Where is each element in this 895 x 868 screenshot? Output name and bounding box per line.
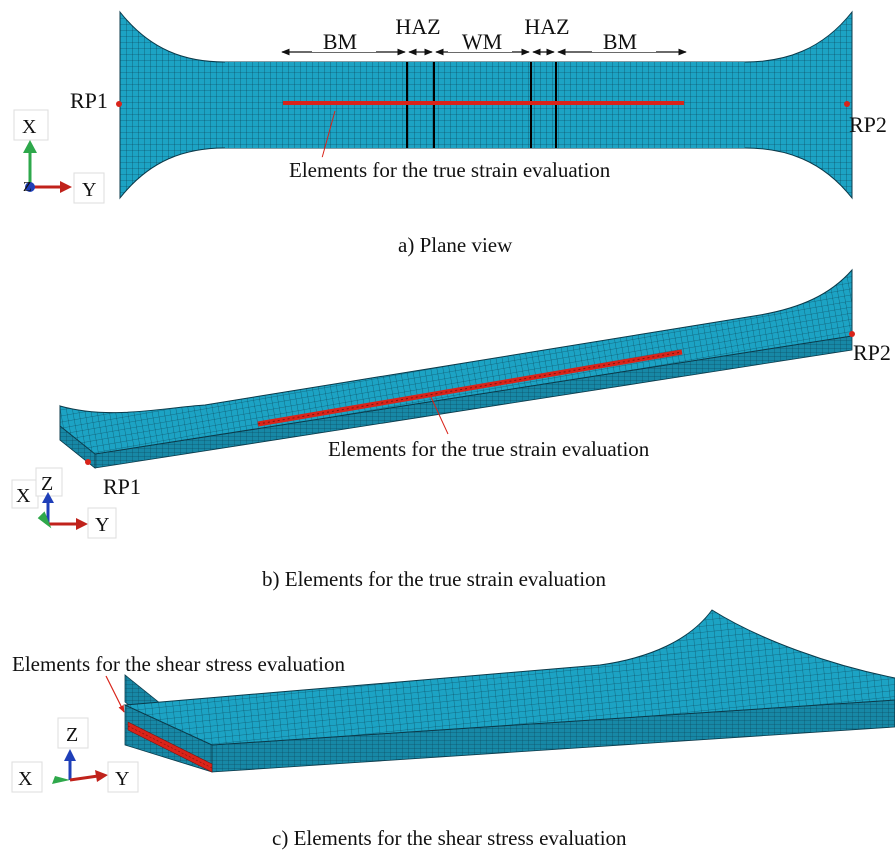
bm-left-label: BM (323, 29, 357, 54)
panel-c-shear-view: Elements for the shear stress evaluation… (11, 609, 895, 850)
caption-a: a) Plane view (398, 233, 513, 257)
callout-leader (429, 394, 449, 435)
axis-y-label: Y (115, 768, 129, 790)
axis-x-label: X (22, 116, 37, 138)
axis-z-label: Z (41, 473, 53, 495)
axis-z-label: Z (23, 180, 32, 195)
panel-b-iso-view: RP1 RP2 Elements for the true strain eva… (11, 268, 891, 591)
panel-a-plane-view: BM HAZ WM HAZ BM RP1 RP2 Elements for th… (13, 10, 887, 257)
rp2-point (844, 101, 850, 107)
rp2-label: RP2 (849, 112, 887, 137)
haz-left-label: HAZ (395, 14, 440, 39)
axis-triad-c: Z X Y (11, 717, 139, 793)
specimen-top-mesh (59, 268, 853, 455)
wm-label: WM (462, 29, 502, 54)
rp2-point (849, 331, 855, 337)
rp2-label: RP2 (853, 340, 891, 365)
axis-x-label: X (18, 768, 33, 790)
axis-x-label: X (16, 485, 31, 507)
haz-right-label: HAZ (524, 14, 569, 39)
axis-y-label: Y (82, 179, 96, 201)
true-strain-callout: Elements for the true strain evaluation (289, 158, 611, 182)
caption-c: c) Elements for the shear stress evaluat… (272, 826, 627, 850)
bm-right-label: BM (603, 29, 637, 54)
shear-stress-callout: Elements for the shear stress evaluation (12, 652, 345, 676)
axis-triad-a: X Y Z (13, 109, 105, 204)
callout-leader (321, 110, 336, 159)
rp1-point (85, 459, 91, 465)
axis-y-label: Y (95, 514, 109, 536)
rp1-label: RP1 (70, 88, 108, 113)
axis-triad-b: X Z Y (11, 467, 117, 539)
specimen-top-mesh (123, 609, 895, 746)
callout-arrow (105, 675, 125, 713)
shear-stress-elements (127, 721, 213, 773)
true-strain-callout: Elements for the true strain evaluation (328, 437, 650, 461)
rp1-label: RP1 (103, 474, 141, 499)
caption-b: b) Elements for the true strain evaluati… (262, 567, 607, 591)
rp1-point (116, 101, 122, 107)
axis-z-label: Z (66, 724, 78, 746)
